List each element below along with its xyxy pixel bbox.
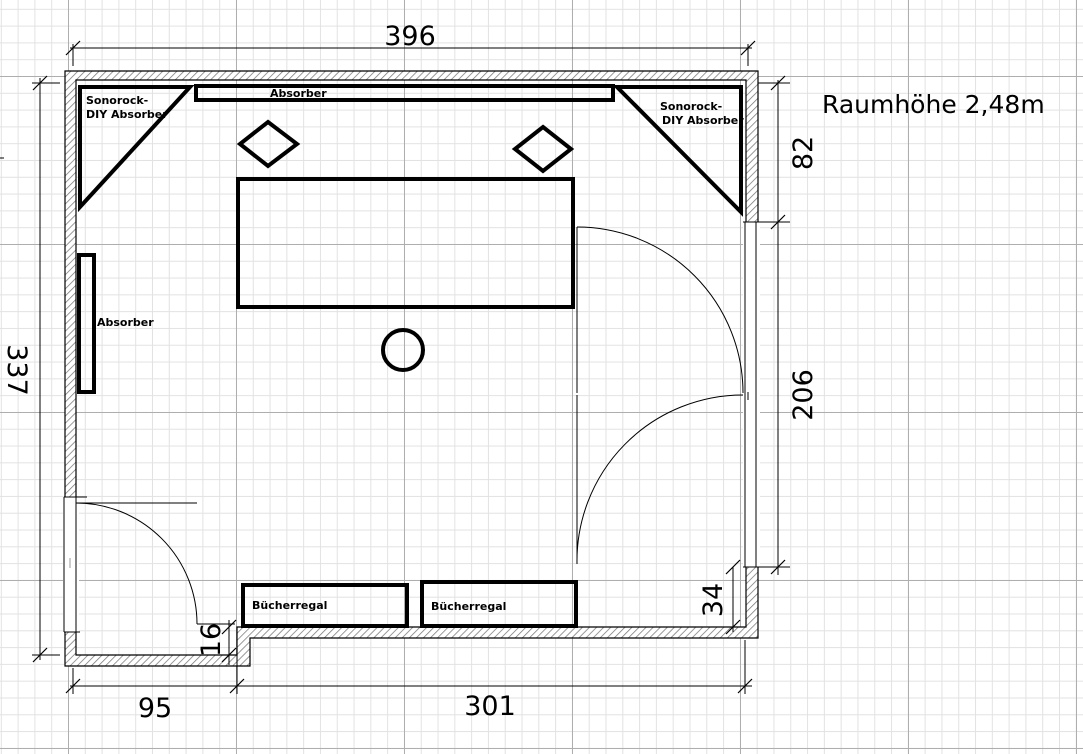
svg-text:206: 206 — [788, 369, 819, 421]
svg-text:95: 95 — [138, 693, 172, 724]
bookshelf-left — [241, 583, 409, 628]
left-absorber-label: Absorber — [97, 316, 154, 329]
room-door — [75, 502, 235, 625]
dimension-bottom: 95 301 — [65, 640, 753, 724]
bookshelf-right — [420, 580, 578, 628]
corner-absorber-right-label-2: DIY Absorber — [662, 114, 744, 127]
svg-text:16: 16 — [196, 623, 227, 657]
corner-absorber-right-label-1: Sonorock- — [660, 100, 722, 113]
speaker-left — [236, 119, 301, 169]
right-wall-opening — [743, 222, 760, 567]
corner-absorber-left-label-2: DIY Absorber — [86, 108, 168, 121]
bookshelf-right-label: Bücherregal — [431, 600, 506, 613]
desk — [236, 177, 575, 309]
top-absorber — [194, 84, 615, 102]
dimension-notch: 16 — [196, 619, 237, 665]
svg-text:82: 82 — [788, 136, 819, 170]
top-absorber-label: Absorber — [270, 87, 327, 100]
balcony-door — [576, 226, 744, 565]
corner-absorber-left — [78, 85, 195, 213]
svg-text:396: 396 — [384, 21, 436, 52]
corner-absorber-left-label-1: Sonorock- — [86, 94, 148, 107]
dimension-right: 82 206 — [758, 75, 819, 575]
room-height-label: Raumhöhe 2,48m — [822, 90, 1045, 119]
bookshelf-left-label: Bücherregal — [252, 599, 327, 612]
dimension-left: 337 — [1, 75, 60, 663]
svg-text:34: 34 — [698, 583, 729, 617]
chair — [381, 328, 425, 372]
dimension-right-lower: 34 — [698, 559, 741, 635]
speaker-right — [511, 124, 575, 174]
left-absorber — [77, 253, 96, 394]
dimension-top: 396 — [65, 21, 756, 66]
svg-text:337: 337 — [1, 344, 32, 396]
left-wall-opening — [63, 497, 79, 632]
corner-absorber-right — [612, 85, 743, 217]
svg-text:301: 301 — [464, 691, 516, 722]
room-walls — [64, 70, 759, 667]
